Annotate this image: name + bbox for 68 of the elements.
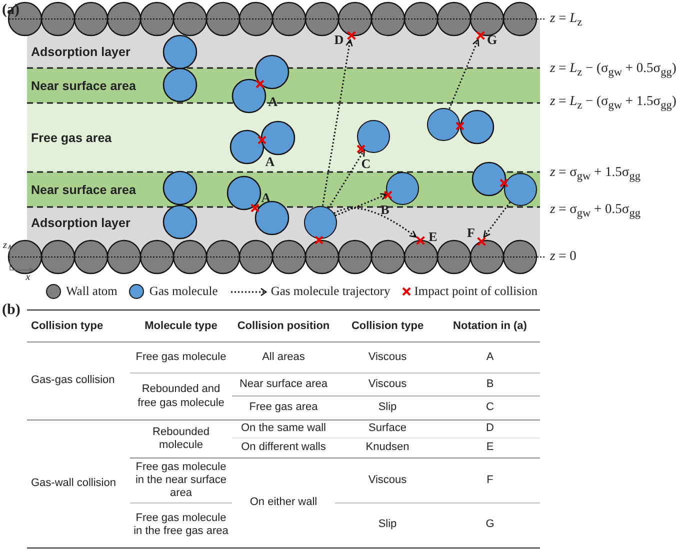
region-label: Adsorption layer	[31, 216, 130, 230]
region-label: Near surface area	[31, 183, 136, 197]
table-text: Rebounded and free gas molecule	[136, 383, 226, 410]
point-letter: C	[361, 156, 371, 172]
impact-mark-icon	[416, 236, 424, 244]
table-text: Slip	[377, 518, 398, 532]
table-text: C	[485, 401, 495, 415]
point-letter: E	[428, 229, 438, 245]
impact-mark-icon	[476, 236, 486, 246]
trajectory-arrow	[334, 208, 417, 238]
table-text: Surface	[368, 422, 408, 436]
impact-mark-icon	[476, 30, 484, 40]
table-text: All areas	[261, 350, 306, 364]
table-text: Free gas area	[248, 401, 319, 415]
boundary-label: z = 0	[550, 248, 576, 264]
column-header: Collision position	[236, 320, 331, 334]
table-text: Free gas molecule in the free gas area	[132, 512, 230, 538]
table-text: Gas-gas collision	[30, 374, 115, 388]
point-letter: D	[334, 32, 344, 48]
point-letter: F	[467, 225, 475, 241]
column-header: Collision type	[30, 320, 104, 334]
column-header: Collision type	[350, 320, 425, 334]
trajectory-arrow	[322, 39, 353, 206]
table-text: Knudsen	[364, 441, 410, 455]
boundary-label: z = L$_{z}$	[550, 10, 582, 28]
axis-label: x	[26, 272, 30, 282]
trajectory-arrow	[483, 202, 511, 238]
table-text: E	[485, 441, 495, 455]
table-text: Gas-wall collision	[30, 476, 116, 490]
boundary-label: z = σ$_{gw}$ + 1.5σ$_{gg}$	[550, 164, 640, 182]
boundary-label: z = L$_{z}$ − (σ$_{gw}$ + 1.5σ$_{gg}$)	[550, 92, 676, 112]
column-header: Molecule type	[144, 320, 218, 334]
panel-label: (b)	[2, 302, 20, 318]
legend-text: Wall atom	[66, 284, 118, 299]
table-text: A	[485, 350, 495, 364]
table-text: Free gas molecule	[134, 350, 228, 364]
panel-label: (a)	[2, 2, 20, 18]
table-text: G	[484, 518, 496, 532]
legend-text: Gas molecule trajectory	[270, 284, 390, 299]
trajectory-arrow	[334, 193, 388, 216]
table-text: On the same wall	[240, 422, 327, 436]
table-text: Viscous	[367, 378, 408, 392]
axis-label: z	[3, 240, 7, 250]
column-header: Notation in (a)	[452, 320, 528, 334]
legend-text: Impact point of collision	[414, 284, 538, 299]
table-text: Viscous	[367, 350, 408, 364]
table-text: Near surface area	[238, 378, 329, 392]
table-text: F	[486, 474, 494, 488]
region-label: Near surface area	[31, 79, 136, 93]
table-text: D	[485, 422, 495, 436]
table-text: Slip	[377, 401, 398, 415]
trajectory-arrow	[328, 149, 365, 208]
point-letter: A	[261, 190, 271, 206]
point-letter: G	[486, 32, 498, 48]
legend-text: Gas molecule	[149, 284, 218, 299]
point-letter: A	[265, 154, 275, 170]
table-text: On either wall	[248, 496, 318, 510]
table-text: On different walls	[240, 441, 327, 455]
table-text: Rebounded molecule	[152, 426, 210, 452]
region-label: Adsorption layer	[31, 45, 130, 59]
table-text: B	[485, 378, 495, 392]
region-label: Free gas area	[31, 131, 112, 145]
boundary-label: z = σ$_{gw}$ + 0.5σ$_{gg}$	[550, 200, 640, 220]
table-text: Viscous	[367, 474, 408, 488]
table-text: Free gas molecule in the near surface area	[134, 460, 228, 500]
boundary-label: z = L$_{z}$ − (σ$_{gw}$ + 0.5σ$_{gg}$)	[550, 60, 676, 78]
trajectory-arrow	[448, 38, 480, 110]
impact-mark-icon	[346, 30, 356, 40]
